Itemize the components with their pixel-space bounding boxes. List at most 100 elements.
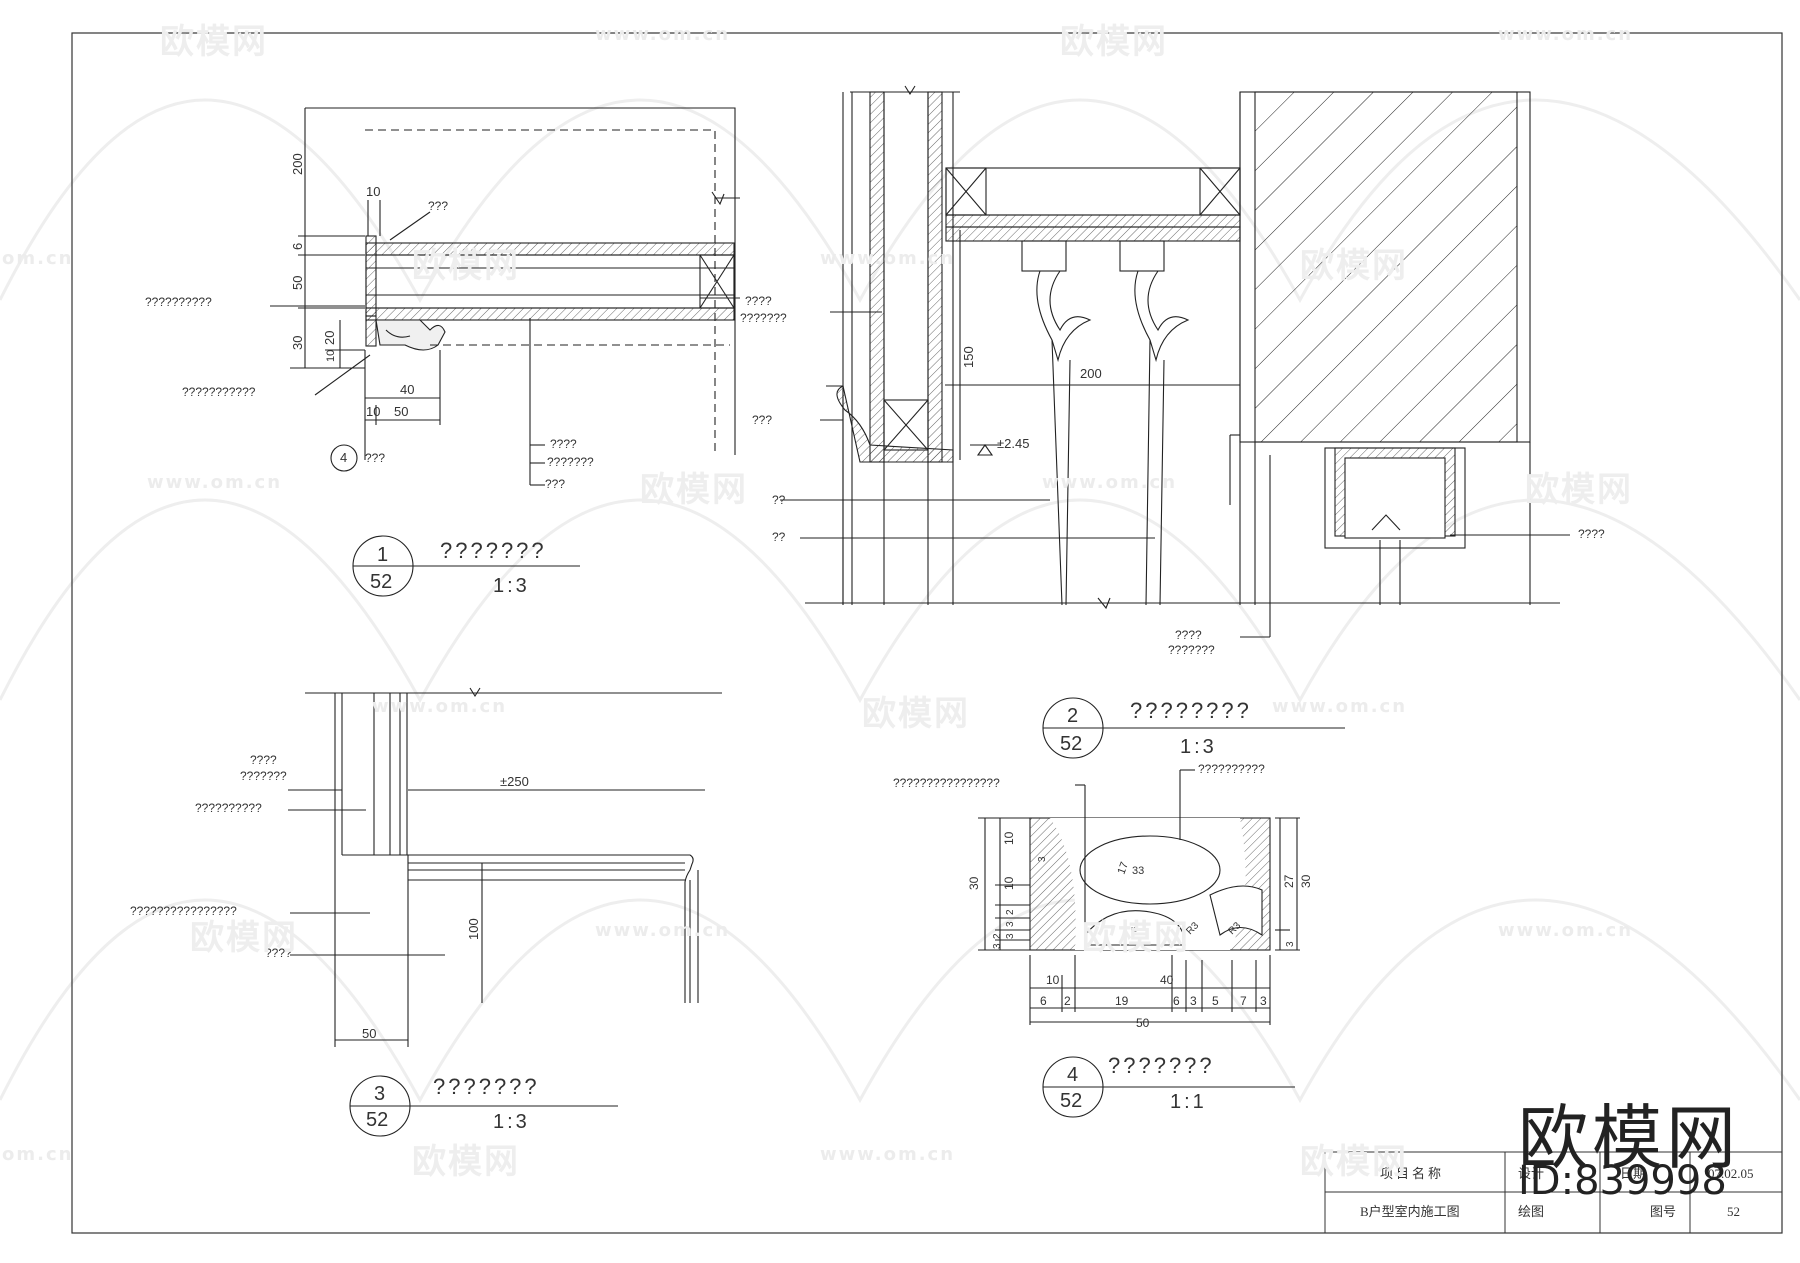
- detail-1-dim-40: 40: [400, 382, 414, 397]
- detail-4-title: ???????: [1108, 1053, 1215, 1078]
- detail-3-dim-100: 100: [466, 918, 481, 940]
- detail-4-number: 4: [1067, 1064, 1078, 1086]
- detail-3-dim-250: ±250: [500, 774, 529, 789]
- brand-id: ID:839998: [1518, 1158, 1727, 1204]
- detail-4-dim-h2-3: 3: [1190, 994, 1197, 1008]
- detail-2-dim-150: 150: [961, 346, 976, 368]
- detail-2-note-4: ????: [1578, 527, 1605, 541]
- detail-4-dim-h2-5: 5: [1212, 994, 1219, 1008]
- detail-3-title: ???????: [433, 1074, 540, 1099]
- detail-4-dim-inner-6: 6: [1130, 926, 1141, 932]
- watermark-url: www.om.cn: [820, 248, 956, 269]
- detail-4-dim-total: 50: [1136, 1016, 1150, 1030]
- watermark-url: www.om.cn: [147, 472, 283, 493]
- detail-4-dim-v-left-3: 30: [967, 876, 981, 890]
- detail-4-dim-h1-40: 40: [1160, 973, 1174, 987]
- detail-3-note-5: ????: [265, 946, 292, 960]
- detail-1-note-9: ???: [365, 451, 385, 465]
- detail-1-dim-30: 30: [290, 336, 305, 350]
- detail-2-note-1: ???: [752, 413, 772, 427]
- detail-4-dim-inner-3: 3: [1037, 856, 1048, 862]
- detail-1-dim-20: 20: [322, 331, 337, 345]
- detail-1-dim-6: 6: [290, 243, 305, 250]
- watermark-brand: 欧模网: [1082, 918, 1190, 958]
- detail-1-note-4: ????: [745, 294, 772, 308]
- detail-4-note-1: ????????????????: [893, 776, 1000, 790]
- detail-1-note-2: ??????????: [145, 295, 212, 309]
- detail-4-note-2: ??????????: [1198, 762, 1265, 776]
- detail-2-note-3: ??: [772, 530, 786, 544]
- watermark-url: www.om.cn: [1042, 472, 1178, 493]
- detail-1-callout-number: 4: [340, 450, 347, 465]
- watermark-brand: 欧模网: [1300, 1142, 1408, 1182]
- detail-4-dim-v-left-1: 10: [1002, 831, 1016, 845]
- detail-4-dim-v-left-6: 3: [1005, 933, 1016, 939]
- watermark-url: www.om.cn: [1498, 24, 1634, 45]
- detail-4-dim-v-left-8: 3: [992, 943, 1003, 949]
- detail-3-note-1: ????: [250, 753, 277, 767]
- watermark-url: www.om.cn: [1498, 920, 1634, 941]
- detail-1-note-8: ???: [545, 477, 565, 491]
- watermark-brand: 欧模网: [1300, 246, 1408, 286]
- detail-4-scale: 1:1: [1170, 1091, 1207, 1113]
- watermark-url: www.om.cn: [595, 920, 731, 941]
- title-block-text: 项目名称 B户型室内施工图 设计 日期 07.02.05 绘图 图号 52: [1360, 1166, 1754, 1219]
- detail-4-dim-h2-6b: 6: [1173, 994, 1180, 1008]
- detail-1-dim-10a: 10: [325, 350, 337, 362]
- detail-4-dim-v-right-30: 30: [1299, 874, 1313, 888]
- watermark-brand: 欧模网: [1060, 22, 1168, 62]
- watermark-url-short: om.cn: [2, 248, 74, 269]
- drawing-number-value: 52: [1727, 1204, 1740, 1219]
- watermark-brand: 欧模网: [190, 918, 298, 958]
- drawn-by-label: 绘图: [1518, 1204, 1544, 1219]
- watermark-brand: 欧模网: [412, 246, 520, 286]
- detail-2-scale: 1:3: [1180, 736, 1217, 758]
- detail-1-drawing: [270, 107, 740, 597]
- detail-4-dim-h2-7: 7: [1240, 994, 1247, 1008]
- brand-logo-text: 欧模网: [1518, 1097, 1740, 1179]
- detail-4-dim-inner-17: 17: [1116, 860, 1131, 876]
- detail-3-note-2: ???????: [240, 769, 287, 783]
- detail-1-title: ???????: [440, 538, 547, 563]
- drawing-number-label: 图号: [1650, 1204, 1676, 1219]
- detail-3-drawing: [288, 687, 722, 1137]
- detail-2-dim-200: 200: [1080, 366, 1102, 381]
- watermark-url: www.om.cn: [372, 696, 508, 717]
- detail-4-dim-inner-33: 33: [1132, 865, 1144, 877]
- detail-3-scale: 1:3: [493, 1111, 530, 1133]
- detail-4-dim-v-right-3: 3: [1285, 941, 1296, 947]
- detail-4-dim-v-right-27: 27: [1282, 874, 1296, 888]
- detail-4-dim-h1-10: 10: [1046, 973, 1060, 987]
- date-value: 07.02.05: [1708, 1166, 1754, 1181]
- detail-3-sheet: 52: [366, 1109, 388, 1131]
- detail-1-scale: 1:3: [493, 575, 530, 597]
- detail-1-dim-50: 50: [290, 276, 305, 290]
- watermark-brand: 欧模网: [862, 694, 970, 734]
- detail-1-dim-50-bottom: 50: [394, 404, 408, 419]
- detail-4-dim-v-left-2: 10: [1002, 876, 1016, 890]
- watermark-url: www.om.cn: [1272, 696, 1408, 717]
- project-name-label: 项目名称: [1380, 1166, 1444, 1181]
- detail-4-dim-h2-3b: 3: [1260, 994, 1267, 1008]
- detail-1-note-3: ???????????: [182, 385, 256, 399]
- date-label: 日期: [1620, 1166, 1646, 1181]
- detail-4-text: 10 10 30 2 3 3 2 3 27 30 3 3 17 33 6 R3 …: [893, 762, 1313, 1113]
- detail-1-note-5: ???????: [740, 311, 787, 325]
- detail-1-text: 200 6 50 30 20 10 10 40 10 50 ??? ??????…: [145, 153, 787, 597]
- watermark-url: www.om.cn: [595, 24, 731, 45]
- detail-2-note-2: ??: [772, 493, 786, 507]
- detail-3-text: ±250 100 50 ???? ??????? ?????????? ????…: [130, 753, 540, 1133]
- watermark-url-short: om.cn: [2, 1144, 74, 1165]
- detail-2-number: 2: [1067, 705, 1078, 727]
- detail-1-number: 1: [377, 544, 388, 566]
- watermark-brand: 欧模网: [640, 470, 748, 510]
- detail-3-dim-50: 50: [362, 1026, 376, 1041]
- detail-2-note-5: ????: [1175, 628, 1202, 642]
- detail-1-dim-10-bottom: 10: [366, 404, 380, 419]
- detail-1-dim-10-top: 10: [366, 184, 380, 199]
- detail-4-dim-v-left-7: 2: [992, 933, 1003, 939]
- detail-1-sheet: 52: [370, 571, 392, 593]
- detail-4-dim-v-left-4: 2: [1005, 909, 1016, 915]
- watermark-url: www.om.cn: [820, 1144, 956, 1165]
